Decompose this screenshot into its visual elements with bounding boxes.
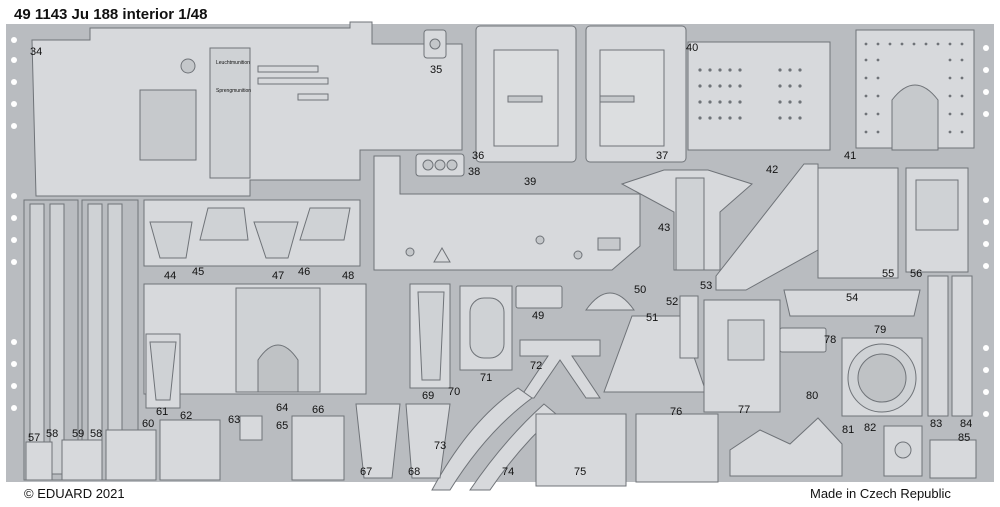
part-number: 34 xyxy=(30,46,43,58)
part-number: 76 xyxy=(670,406,683,418)
panel-label: Leuchtmunition xyxy=(216,60,250,66)
part-number: 49 xyxy=(532,310,545,322)
part-number: 65 xyxy=(276,420,289,432)
part-number: 51 xyxy=(646,312,659,324)
part-number: 68 xyxy=(408,466,421,478)
part-number: 73 xyxy=(434,440,447,452)
part-number: 67 xyxy=(360,466,373,478)
part-number: 82 xyxy=(864,422,877,434)
part-number: 72 xyxy=(530,360,543,372)
part-number: 38 xyxy=(468,166,481,178)
fret-title: 49 1143 Ju 188 interior 1/48 xyxy=(14,6,208,23)
part-number: 79 xyxy=(874,324,887,336)
part-number: 44 xyxy=(164,270,177,282)
part-number: 57 xyxy=(28,432,41,444)
part-number: 39 xyxy=(524,176,537,188)
part-number: 69 xyxy=(422,390,435,402)
part-number: 78 xyxy=(824,334,837,346)
part-number: 59 xyxy=(72,428,85,440)
part-number: 66 xyxy=(312,404,325,416)
part-number: 37 xyxy=(656,150,669,162)
part-number: 43 xyxy=(658,222,671,234)
part-number: 53 xyxy=(700,280,713,292)
part-number: 63 xyxy=(228,414,241,426)
part-number: 60 xyxy=(142,418,155,430)
part-number: 46 xyxy=(298,266,311,278)
part-number: 54 xyxy=(846,292,859,304)
part-number: 35 xyxy=(430,64,443,76)
part-number: 83 xyxy=(930,418,943,430)
part-number: 58 xyxy=(46,428,59,440)
copyright: © EDUARD 2021 xyxy=(24,486,125,501)
part-number: 80 xyxy=(806,390,819,402)
part-number: 48 xyxy=(342,270,355,282)
part-number: 47 xyxy=(272,270,285,282)
part-number: 61 xyxy=(156,406,169,418)
origin-label: Made in Czech Republic xyxy=(810,486,951,501)
panel-label: Sprengmunition xyxy=(216,88,252,94)
part-number: 71 xyxy=(480,372,493,384)
part-number: 62 xyxy=(180,410,193,422)
part-number: 85 xyxy=(958,432,971,444)
part-number: 40 xyxy=(686,42,699,54)
part-number: 64 xyxy=(276,402,289,414)
part-number: 70 xyxy=(448,386,461,398)
part-number: 50 xyxy=(634,284,647,296)
part-number: 42 xyxy=(766,164,779,176)
part-number: 84 xyxy=(960,418,973,430)
part-number: 36 xyxy=(472,150,485,162)
part-number: 45 xyxy=(192,266,205,278)
part-number: 75 xyxy=(574,466,587,478)
part-number: 55 xyxy=(882,268,895,280)
part-number: 56 xyxy=(910,268,923,280)
part-number: 41 xyxy=(844,150,857,162)
part-number: 52 xyxy=(666,296,679,308)
part-number: 58 xyxy=(90,428,103,440)
part-number: 74 xyxy=(502,466,515,478)
part-number: 77 xyxy=(738,404,751,416)
part-number: 81 xyxy=(842,424,855,436)
